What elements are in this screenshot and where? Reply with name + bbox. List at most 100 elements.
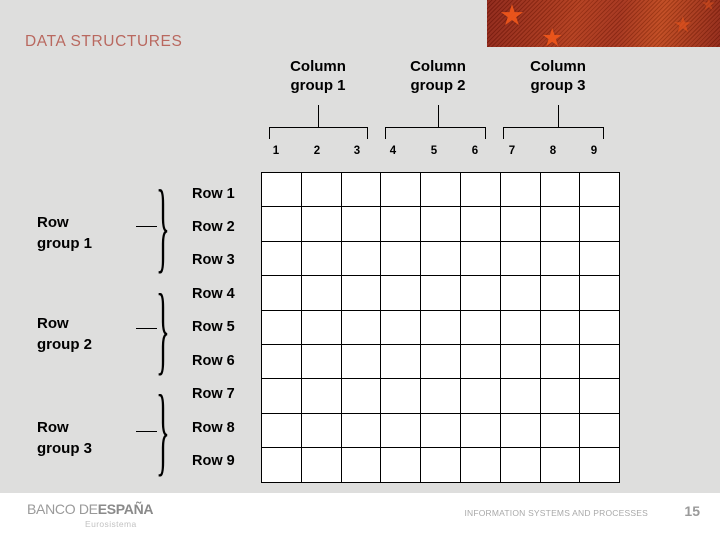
grid-cell[interactable] (380, 309, 422, 345)
table-row (261, 343, 621, 380)
grid-cell[interactable] (300, 206, 342, 242)
column-group-label-2: Column group 2 (378, 57, 498, 95)
grid-cell[interactable] (499, 206, 541, 242)
grid-cell[interactable] (380, 412, 422, 449)
grid-cell[interactable] (261, 447, 302, 483)
grid-cell[interactable] (340, 447, 382, 483)
grid-cell[interactable] (420, 412, 461, 449)
brace-glyph: } (156, 373, 170, 486)
row-group-label-line2: group 1 (37, 235, 92, 252)
grid-cell[interactable] (499, 275, 541, 311)
column-group-connector-2 (438, 105, 439, 127)
grid-cell[interactable] (539, 447, 581, 483)
grid-cell[interactable] (539, 343, 581, 380)
grid-cell[interactable] (579, 343, 621, 380)
grid-cell[interactable] (340, 206, 382, 242)
grid-cell[interactable] (380, 447, 422, 483)
grid-cell[interactable] (420, 447, 461, 483)
grid-cell[interactable] (261, 171, 302, 208)
grid-cell[interactable] (300, 309, 342, 345)
grid-cell[interactable] (420, 206, 461, 242)
column-group-label-line2: group 2 (410, 77, 466, 94)
grid-cell[interactable] (340, 343, 382, 380)
grid-cell[interactable] (380, 343, 422, 380)
grid-cell[interactable] (261, 343, 302, 380)
grid-cell[interactable] (579, 412, 621, 449)
grid-cell[interactable] (539, 171, 581, 208)
grid-cell[interactable] (459, 447, 501, 483)
grid-cell[interactable] (261, 378, 302, 414)
data-grid[interactable] (261, 171, 621, 483)
grid-cell[interactable] (499, 447, 541, 483)
grid-cell[interactable] (459, 343, 501, 380)
star-icon: ★ (701, 0, 717, 14)
grid-cell[interactable] (380, 240, 422, 277)
grid-cell[interactable] (459, 171, 501, 208)
grid-cell[interactable] (340, 171, 382, 208)
grid-cell[interactable] (579, 447, 621, 483)
grid-cell[interactable] (539, 240, 581, 277)
grid-cell[interactable] (539, 206, 581, 242)
grid-cell[interactable] (300, 275, 342, 311)
grid-cell[interactable] (499, 412, 541, 449)
column-number-5: 5 (430, 145, 438, 157)
grid-cell[interactable] (499, 378, 541, 414)
grid-cell[interactable] (499, 171, 541, 208)
grid-cell[interactable] (300, 447, 342, 483)
grid-cell[interactable] (539, 378, 581, 414)
grid-cell[interactable] (499, 343, 541, 380)
grid-cell[interactable] (420, 240, 461, 277)
grid-cell[interactable] (420, 275, 461, 311)
grid-cell[interactable] (499, 240, 541, 277)
grid-cell[interactable] (459, 206, 501, 242)
grid-cell[interactable] (300, 171, 342, 208)
grid-cell[interactable] (300, 343, 342, 380)
grid-cell[interactable] (579, 309, 621, 345)
row-group-label-line1: Row (37, 315, 69, 332)
grid-cell[interactable] (340, 378, 382, 414)
grid-cell[interactable] (380, 206, 422, 242)
grid-cell[interactable] (459, 378, 501, 414)
grid-cell[interactable] (420, 171, 461, 208)
grid-cell[interactable] (300, 240, 342, 277)
grid-cell[interactable] (579, 275, 621, 311)
grid-cell[interactable] (340, 275, 382, 311)
grid-cell[interactable] (459, 309, 501, 345)
grid-cell[interactable] (499, 309, 541, 345)
grid-cell[interactable] (420, 378, 461, 414)
grid-cell[interactable] (340, 309, 382, 345)
grid-cell[interactable] (261, 412, 302, 449)
grid-cell[interactable] (300, 378, 342, 414)
grid-cell[interactable] (340, 412, 382, 449)
grid-cell[interactable] (261, 275, 302, 311)
row-label-3: Row 3 (192, 252, 235, 268)
row-label-6: Row 6 (192, 353, 235, 369)
column-number-2: 2 (313, 145, 321, 157)
star-icon: ★ (499, 0, 525, 32)
grid-cell[interactable] (380, 378, 422, 414)
grid-cell[interactable] (459, 412, 501, 449)
grid-cell[interactable] (380, 275, 422, 311)
row-group-label-line2: group 3 (37, 440, 92, 457)
grid-cell[interactable] (300, 412, 342, 449)
grid-cell[interactable] (380, 171, 422, 208)
grid-cell[interactable] (579, 206, 621, 242)
grid-cell[interactable] (579, 378, 621, 414)
grid-cell[interactable] (261, 309, 302, 345)
grid-cell[interactable] (539, 412, 581, 449)
grid-cell[interactable] (340, 240, 382, 277)
grid-cell[interactable] (420, 309, 461, 345)
grid-cell[interactable] (459, 275, 501, 311)
grid-cell[interactable] (579, 171, 621, 208)
slide-content-panel: ★ ★ ★ ★ DATA STRUCTURES Column group 1 C… (0, 0, 720, 493)
grid-cell[interactable] (579, 240, 621, 277)
row-group-brace-2: } (156, 279, 170, 380)
grid-cell[interactable] (420, 343, 461, 380)
grid-cell[interactable] (539, 275, 581, 311)
table-row (261, 275, 621, 311)
grid-cell[interactable] (261, 206, 302, 242)
grid-cell[interactable] (539, 309, 581, 345)
grid-cell[interactable] (459, 240, 501, 277)
page-number: 15 (684, 503, 700, 519)
grid-cell[interactable] (261, 240, 302, 277)
